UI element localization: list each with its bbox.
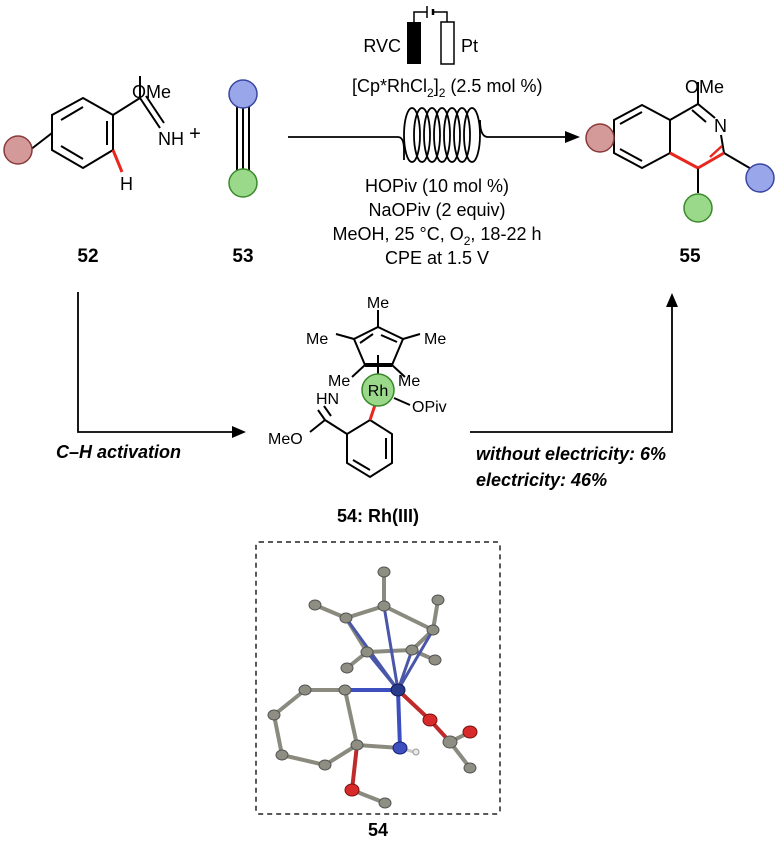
yield-with-electricity: electricity: 46% <box>476 470 607 490</box>
substituent-blue-circle <box>228 79 258 109</box>
product-green-circle <box>683 193 713 223</box>
opiv-label: OPiv <box>412 399 447 416</box>
product-red-circle <box>585 123 615 153</box>
compound-53-number: 53 <box>232 246 253 267</box>
meo-label: MeO <box>268 431 303 448</box>
new-bonds-highlight <box>669 145 725 170</box>
compound-52-structure <box>29 76 165 173</box>
pathway-lines <box>77 292 673 433</box>
xray-box <box>255 541 501 815</box>
lower-arrowhead-right <box>232 426 246 438</box>
yield-without-electricity: without electricity: 6% <box>476 444 666 464</box>
rh-label: Rh <box>368 383 388 400</box>
reaction-arrow <box>288 107 570 163</box>
plus-sign: + <box>189 123 201 145</box>
me-right-label: Me <box>424 331 446 348</box>
substituent-green-circle <box>228 168 258 198</box>
compound-54-structure <box>309 310 421 479</box>
product-n-label: N <box>714 116 727 136</box>
h-label: H <box>120 174 133 194</box>
compound-53-structure <box>236 106 250 170</box>
base-line: NaOPiv (2 equiv) <box>368 200 505 220</box>
hn-label: HN <box>316 391 339 408</box>
xray-compound-number: 54 <box>368 820 388 840</box>
me-bottom-right-label: Me <box>398 373 420 390</box>
me-bottom-left-label: Me <box>328 373 350 390</box>
anode-label: RVC <box>363 36 401 56</box>
substituent-red-circle <box>3 135 33 165</box>
main-arrowhead <box>565 131 580 143</box>
me-left-label: Me <box>306 331 328 348</box>
compound-55-structure <box>613 82 754 193</box>
cpe-line: CPE at 1.5 V <box>385 248 489 268</box>
me-top-label: Me <box>367 295 389 312</box>
ome-label: OMe <box>132 82 171 102</box>
compound-54-label: 54: Rh(III) <box>337 506 419 526</box>
solvent-line: MeOH, 25 °C, O2, 18-22 h <box>333 224 542 248</box>
nh-label: NH <box>158 129 184 149</box>
xray-structure <box>267 566 478 809</box>
compound-55-number: 55 <box>679 246 701 267</box>
cathode-label: Pt <box>461 36 478 56</box>
lower-arrowhead-up <box>666 293 678 307</box>
product-ome-label: OMe <box>685 77 724 97</box>
ch-activation-label: C–H activation <box>56 442 181 462</box>
product-blue-circle <box>745 163 775 193</box>
electrode-setup <box>407 6 455 65</box>
additive-line: HOPiv (10 mol %) <box>365 176 509 196</box>
rh-center-circle <box>361 373 395 407</box>
catalyst-text: [Cp*RhCl2]2 (2.5 mol %) <box>352 76 542 100</box>
compound-52-number: 52 <box>77 246 98 267</box>
